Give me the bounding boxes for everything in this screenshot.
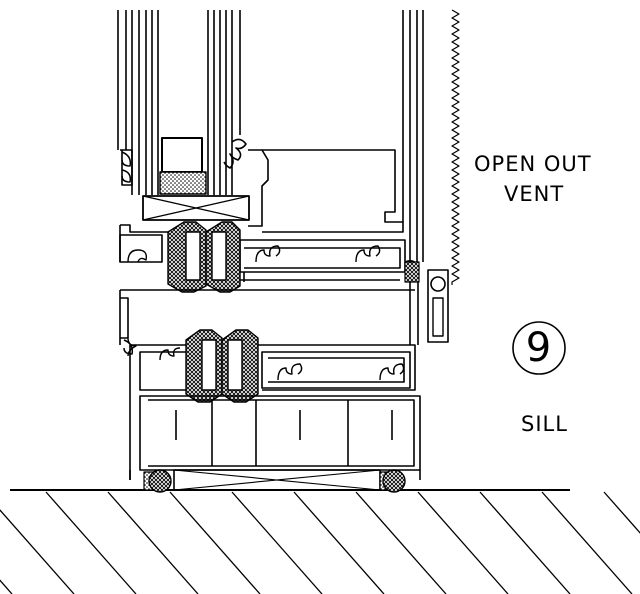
earth-hatch-line [169, 491, 261, 594]
earth-hatch-line [231, 491, 323, 594]
vent-sash-pivot [430, 276, 446, 292]
setting-block [142, 195, 250, 221]
backer-rod-left [148, 469, 172, 493]
glazing-bead [248, 149, 269, 227]
earth-hatch-line [541, 491, 633, 594]
setting-block-cross [142, 195, 250, 221]
earth-hatch-line [293, 491, 385, 594]
earth-hatch-line [355, 491, 447, 594]
vent-type-label: OPEN OUT [474, 152, 592, 176]
earth-hatch-line [107, 491, 199, 594]
bead-gasket [223, 138, 247, 169]
glazing-spacer-bar [161, 137, 203, 173]
frame-mid-chamber [119, 289, 415, 345]
earth-hatching [0, 491, 640, 594]
spacer-desiccant [159, 171, 207, 195]
sash-upper-profile [262, 149, 404, 233]
vent-type-label-line2: VENT [504, 182, 565, 206]
earth-hatch-line [603, 491, 640, 534]
sill-base [139, 395, 421, 471]
earth-hatch-line [479, 491, 571, 594]
vent-stop-seal [404, 261, 420, 283]
break-line [451, 9, 460, 285]
sill-gasket [123, 339, 134, 355]
earth-hatch-line [45, 491, 137, 594]
glazing-units [117, 10, 241, 195]
detail-number: 9 [525, 325, 553, 371]
screw-port [277, 363, 303, 381]
screw-port [379, 363, 405, 381]
detail-name-label: SILL [521, 412, 568, 436]
screw-port [255, 245, 281, 263]
detail-number-circle [512, 321, 566, 375]
earth-hatch-line [417, 491, 509, 594]
earth-hatch-line [0, 579, 13, 594]
outer-frame-verticals [402, 10, 424, 262]
outer-wedge-gasket [121, 151, 132, 183]
screw-port [355, 245, 381, 263]
backer-rod-right [382, 469, 406, 493]
frame-lower-profile [129, 344, 416, 480]
earth-hatch-line [0, 509, 75, 594]
